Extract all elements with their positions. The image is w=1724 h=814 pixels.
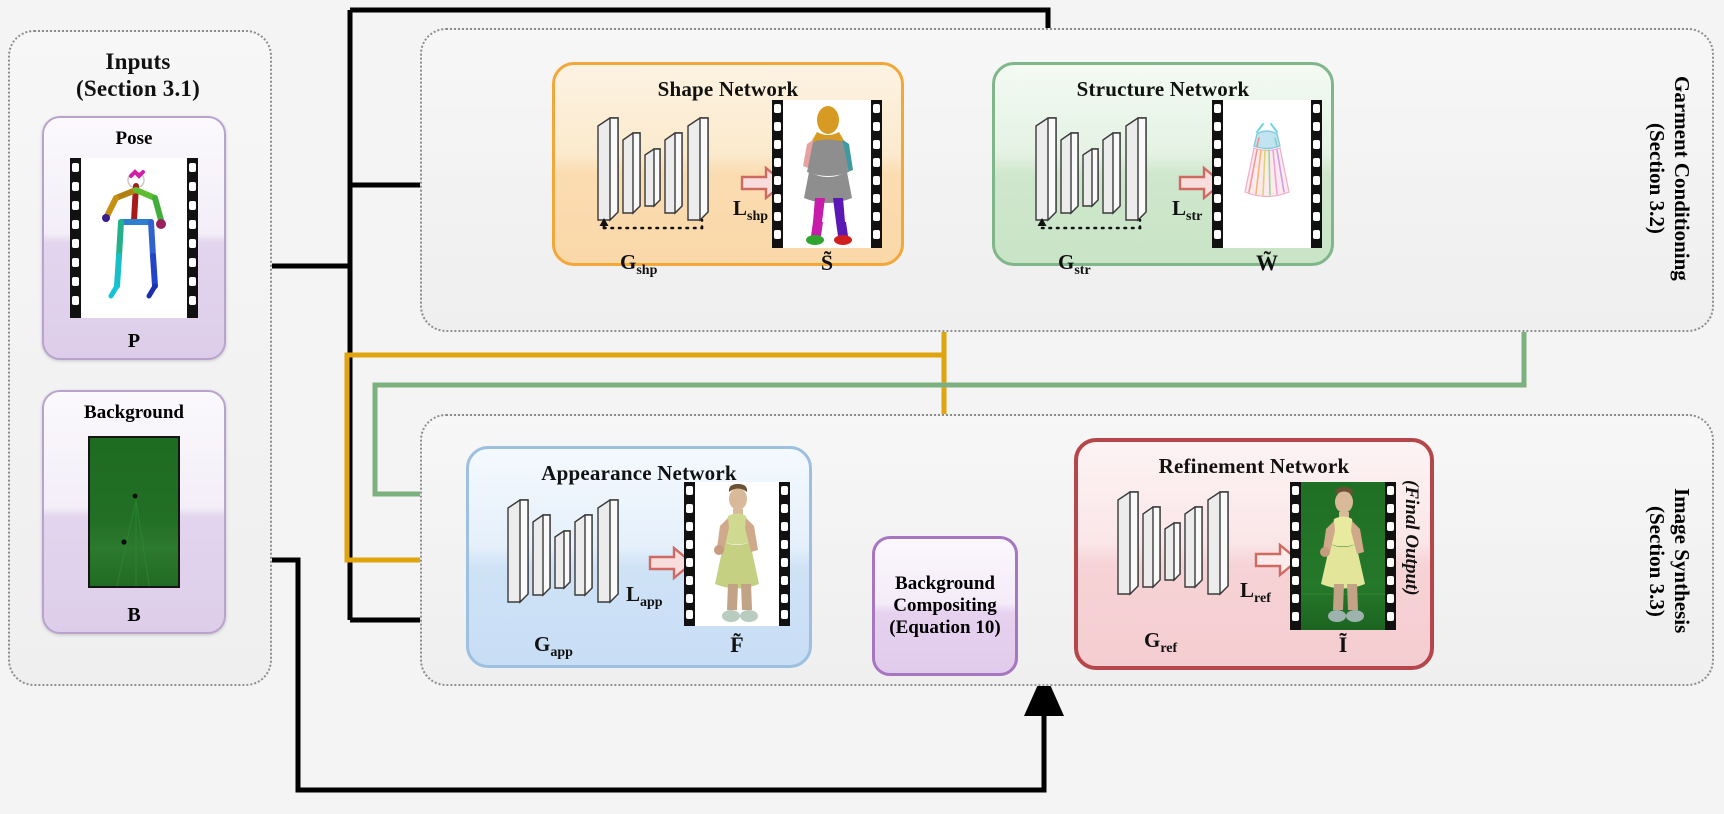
compositing-line2: Compositing xyxy=(893,595,997,616)
final-output-note: (Final Output) xyxy=(1401,480,1422,596)
shape-output-symbol: S̃ xyxy=(820,250,834,275)
filmstrip-perforations-left xyxy=(1290,482,1301,630)
appearance-unet-icon xyxy=(500,492,630,617)
background-card-title: Background xyxy=(84,402,184,423)
pose-symbol: P xyxy=(127,330,141,352)
filmstrip-perforations-left xyxy=(684,482,695,626)
refinement-network-title: Refinement Network xyxy=(1158,454,1350,478)
filmstrip-perforations-right xyxy=(871,100,882,248)
appearance-generator-label: Gapp xyxy=(534,632,573,661)
structure-output-symbol: W̃ xyxy=(1256,250,1278,275)
final-output-image xyxy=(1301,482,1385,630)
shape-segmentation-image xyxy=(783,100,871,248)
shape-loss-label: Lshp xyxy=(733,196,769,225)
background-image xyxy=(88,436,180,588)
filmstrip-perforations-right xyxy=(187,158,198,318)
shape-output-filmstrip xyxy=(772,100,882,248)
filmstrip-perforations-left xyxy=(1212,100,1223,248)
pose-card-title: Pose xyxy=(115,128,153,149)
refinement-output-filmstrip xyxy=(1290,482,1396,630)
appearance-output-symbol: F̃ xyxy=(730,632,744,657)
refinement-output-symbol: Ĩ xyxy=(1338,632,1348,657)
refinement-generator-label: Gref xyxy=(1144,628,1178,657)
refinement-output-block-arrow xyxy=(1254,542,1300,583)
appearance-network-title: Appearance Network xyxy=(541,461,737,485)
pose-input-card[interactable]: Pose xyxy=(42,116,226,360)
appearance-output-block-arrow xyxy=(648,545,694,586)
background-input-card[interactable]: Background B xyxy=(42,390,226,634)
image-synthesis-label: Image Synthesis (Section 3.3) xyxy=(1645,488,1694,634)
structure-generator-label: Gstr xyxy=(1058,250,1091,279)
pose-filmstrip xyxy=(70,158,198,318)
compositing-line3: (Equation 10) xyxy=(889,617,1001,638)
filmstrip-perforations-right xyxy=(779,482,790,626)
foreground-person-image xyxy=(695,482,779,626)
structure-unet-icon xyxy=(1028,110,1158,235)
filmstrip-perforations-right xyxy=(1385,482,1396,630)
garment-structure-image xyxy=(1223,100,1311,248)
inputs-title-line2: (Section 3.1) xyxy=(76,76,200,101)
inputs-title-line1: Inputs xyxy=(105,49,171,74)
structure-output-filmstrip xyxy=(1212,100,1322,248)
filmstrip-perforations-left xyxy=(70,158,81,318)
filmstrip-perforations-right xyxy=(1311,100,1322,248)
appearance-output-filmstrip xyxy=(684,482,790,626)
refinement-loss-label: Lref xyxy=(1240,578,1271,607)
garment-conditioning-label: Garment Conditioning (Section 3.2) xyxy=(1645,75,1694,281)
filmstrip-perforations-left xyxy=(772,100,783,248)
inputs-section-title: Inputs (Section 3.1) xyxy=(8,48,268,102)
shape-network-title: Shape Network xyxy=(657,77,799,101)
background-compositing-card[interactable]: Background Compositing (Equation 10) xyxy=(872,536,1018,676)
shape-generator-label: Gshp xyxy=(620,250,658,279)
refinement-unet-icon xyxy=(1110,484,1240,609)
structure-loss-label: Lstr xyxy=(1172,196,1203,225)
compositing-line1: Background xyxy=(895,573,995,594)
background-symbol: B xyxy=(127,604,141,626)
structure-network-title: Structure Network xyxy=(1076,77,1250,101)
shape-unet-icon xyxy=(590,110,720,235)
pose-skeleton-image xyxy=(81,158,187,318)
appearance-loss-label: Lapp xyxy=(626,582,663,611)
